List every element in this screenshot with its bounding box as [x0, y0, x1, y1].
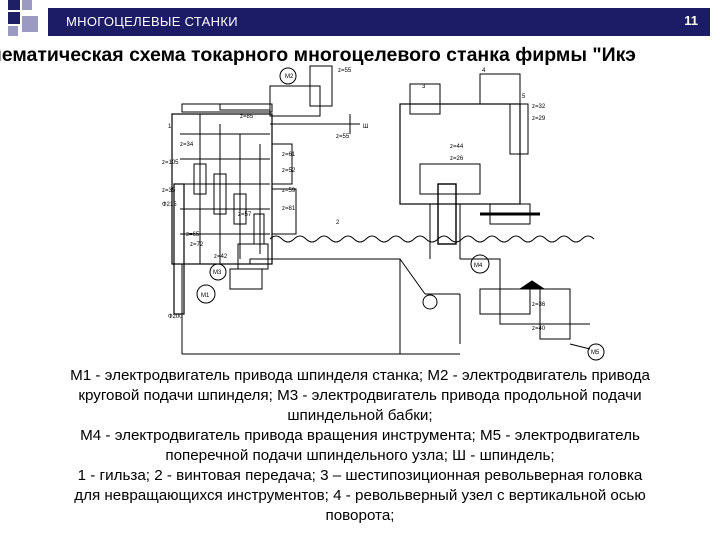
- caption-line: круговой подачи шпинделя; М3 - электродв…: [78, 387, 642, 404]
- label-part-2: 2: [336, 220, 340, 226]
- label-gear: z=32: [532, 104, 546, 110]
- label-gear: z=40: [532, 326, 546, 332]
- header-bar: [48, 8, 710, 36]
- label-part-4: 4: [482, 68, 486, 74]
- corner-square-5: [8, 26, 18, 36]
- label-gear: z=35: [162, 188, 176, 194]
- label-motor-m5: М5: [591, 350, 600, 356]
- label-gear: z=34: [180, 142, 194, 148]
- label-motor-m1: М1: [201, 293, 210, 299]
- label-gear: z=72: [190, 242, 204, 248]
- label-gear: z=81: [282, 206, 296, 212]
- label-gear: z=105: [162, 160, 179, 166]
- page-heading: нематическая схема токарного многоцелево…: [0, 44, 720, 68]
- label-gear: z=42: [214, 254, 228, 260]
- caption-line: 1 - гильза; 2 - винтовая передача; 3 – ш…: [77, 467, 643, 484]
- label-gear: z=44: [450, 144, 464, 150]
- corner-square-1: [8, 0, 20, 10]
- label-gear: z=57: [238, 212, 252, 218]
- kinematic-diagram: М2 М3 М1 М4 М5 Ш 1 2 3 4 5 z=55 z=85 z=5…: [162, 65, 605, 361]
- caption-line: М1 - электродвигатель привода шпинделя с…: [70, 367, 650, 384]
- label-gear: z=52: [282, 168, 296, 174]
- label-gear: z=55: [338, 68, 352, 74]
- label-part-1: 1: [168, 124, 172, 130]
- label-diameter: Ф200: [168, 314, 183, 320]
- corner-square-3: [8, 12, 20, 24]
- label-motor-m4: М4: [474, 263, 483, 269]
- label-gear: z=65: [186, 232, 200, 238]
- caption-line: поворота;: [325, 507, 395, 524]
- corner-square-2: [22, 0, 32, 10]
- caption-line: поперечной подачи шпиндельного узла; Ш -…: [165, 447, 555, 464]
- label-gear: z=59: [282, 188, 296, 194]
- diagram-caption: М1 - электродвигатель привода шпинделя с…: [4, 366, 716, 526]
- header-title: МНОГОЦЕЛЕВЫЕ СТАНКИ: [66, 14, 238, 29]
- label-motor-m2: М2: [285, 74, 294, 80]
- label-gear: z=26: [450, 156, 464, 162]
- caption-line: для невращающихся инструментов; 4 - рево…: [74, 487, 646, 504]
- label-part-5: 5: [522, 94, 526, 100]
- label-gear: z=29: [532, 116, 546, 122]
- label-diameter: Ф215: [162, 202, 177, 208]
- label-gear: z=55: [336, 134, 350, 140]
- corner-square-4: [22, 16, 38, 32]
- label-gear: z=85: [240, 114, 254, 120]
- label-gear: z=61: [282, 152, 296, 158]
- caption-line: шпиндельной бабки;: [287, 407, 433, 424]
- label-spindle: Ш: [363, 124, 369, 130]
- label-part-3: 3: [422, 84, 426, 90]
- label-gear: z=36: [532, 302, 546, 308]
- page-heading-text: нематическая схема токарного многоцелево…: [0, 44, 636, 66]
- label-motor-m3: М3: [213, 270, 222, 276]
- slide-number: 11: [684, 13, 698, 28]
- caption-line: М4 - электродвигатель привода вращения и…: [80, 427, 640, 444]
